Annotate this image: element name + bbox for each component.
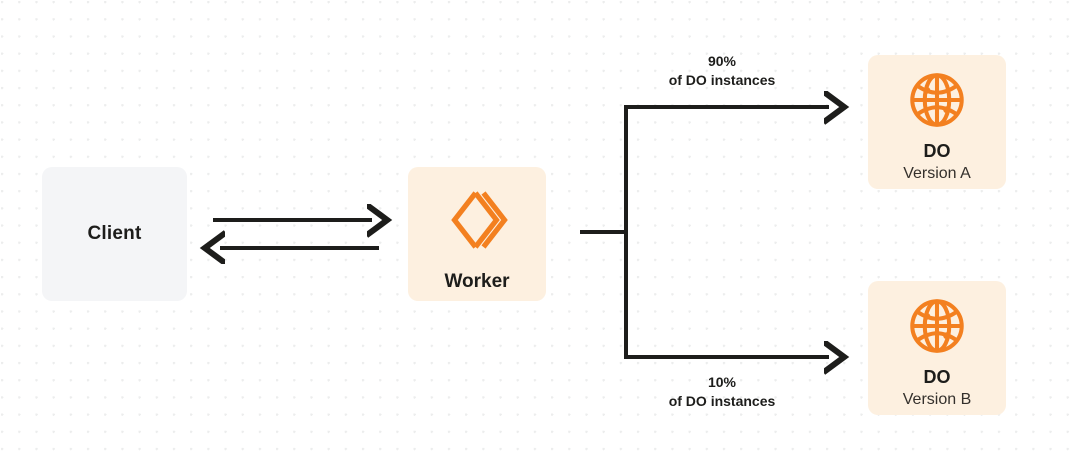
edge-label-bottom-percent: 10% xyxy=(707,374,737,390)
node-do-version-b[interactable]: DO Version B xyxy=(868,281,1006,415)
worker-label: Worker xyxy=(444,271,510,292)
node-do-version-a[interactable]: DO Version A xyxy=(868,55,1006,189)
edge-label-top: 90% of DO instances xyxy=(628,52,816,90)
edge-label-bottom-detail: of DO instances xyxy=(668,392,776,409)
globe-icon xyxy=(906,295,968,357)
edge-label-bottom: 10% of DO instances xyxy=(628,373,816,411)
do-a-title: DO xyxy=(923,141,951,161)
edge-label-top-percent: 90% xyxy=(707,53,737,69)
do-b-title: DO xyxy=(923,367,951,387)
client-label: Client xyxy=(87,223,142,244)
node-client[interactable]: Client xyxy=(42,167,187,301)
edge-label-top-detail: of DO instances xyxy=(668,71,776,88)
cloudflare-workers-icon xyxy=(442,185,512,255)
globe-icon xyxy=(906,69,968,131)
do-a-subtitle: Version A xyxy=(903,164,971,182)
node-worker[interactable]: Worker xyxy=(408,167,546,301)
do-b-subtitle: Version B xyxy=(902,390,972,408)
